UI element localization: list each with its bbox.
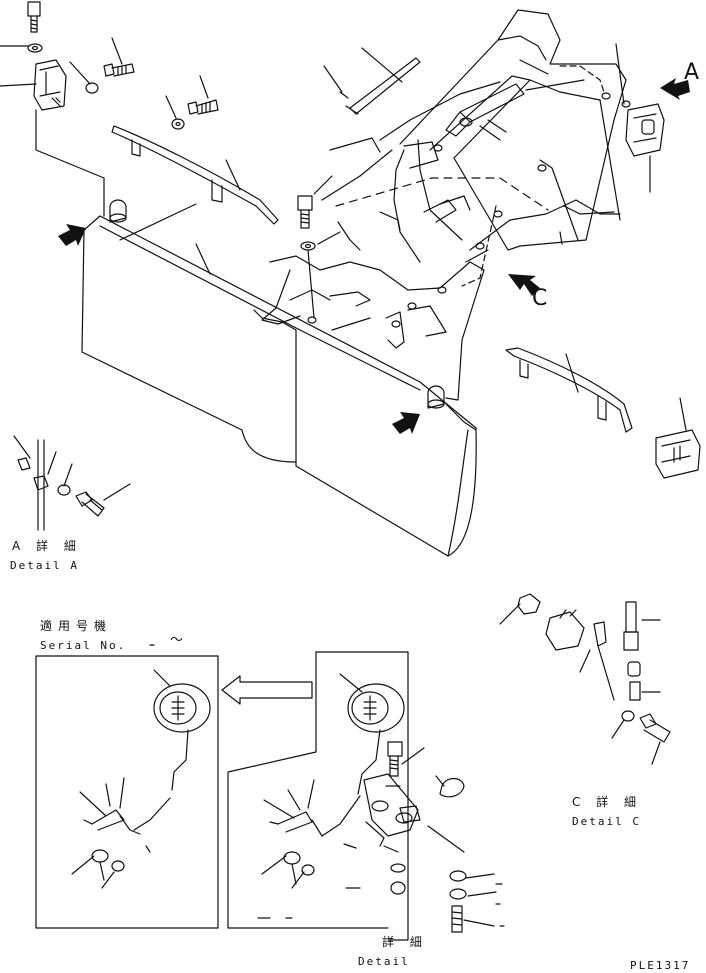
detail-bottom-en: Detail <box>358 955 410 968</box>
blade-lamp-left <box>109 199 127 223</box>
drawing-code: PLE1317 <box>630 959 691 972</box>
short-bolt-b <box>187 99 219 115</box>
bolt-middle <box>297 195 313 229</box>
callout-c: C <box>532 286 548 311</box>
short-bolt-a <box>103 63 135 77</box>
small-washer <box>85 82 99 94</box>
lamp-bracket-right <box>655 429 701 479</box>
serial-jp: 適用号機 <box>40 619 113 633</box>
lamp-bracket-left <box>33 59 67 111</box>
guard-rail-upper <box>111 125 279 225</box>
top-left-bolt <box>27 1 41 33</box>
frame-fasteners <box>307 92 631 328</box>
machine-frame <box>261 9 627 401</box>
serial-en: Serial No. <box>40 639 127 652</box>
lamp-bracket-upper-right <box>625 103 665 157</box>
serial-range: ～ <box>170 633 184 648</box>
arrow-detail-c <box>508 274 540 296</box>
guard-rail-right <box>505 347 633 433</box>
blade <box>81 203 477 557</box>
callout-a: A <box>684 60 700 85</box>
detail-box <box>227 651 497 941</box>
blade-lamp-right <box>427 385 445 409</box>
detail-a-parts <box>13 435 131 531</box>
detail-c-parts <box>499 593 671 765</box>
detail-bottom-jp: 詳 細 <box>382 935 428 949</box>
top-left-washer <box>27 43 43 53</box>
serial-box <box>35 655 219 929</box>
detail-c-jp: C 詳 細 <box>572 795 643 809</box>
reference-arrow <box>221 675 313 705</box>
arrow-detail-a <box>660 78 690 100</box>
detail-c-en: Detail C <box>572 815 641 828</box>
detail-a-en: Detail A <box>10 559 79 572</box>
small-marks <box>257 883 505 927</box>
arrow-right-lamp <box>392 412 420 434</box>
detail-a-jp: A 詳 細 <box>12 539 82 553</box>
arrow-left-lamp <box>58 224 86 246</box>
